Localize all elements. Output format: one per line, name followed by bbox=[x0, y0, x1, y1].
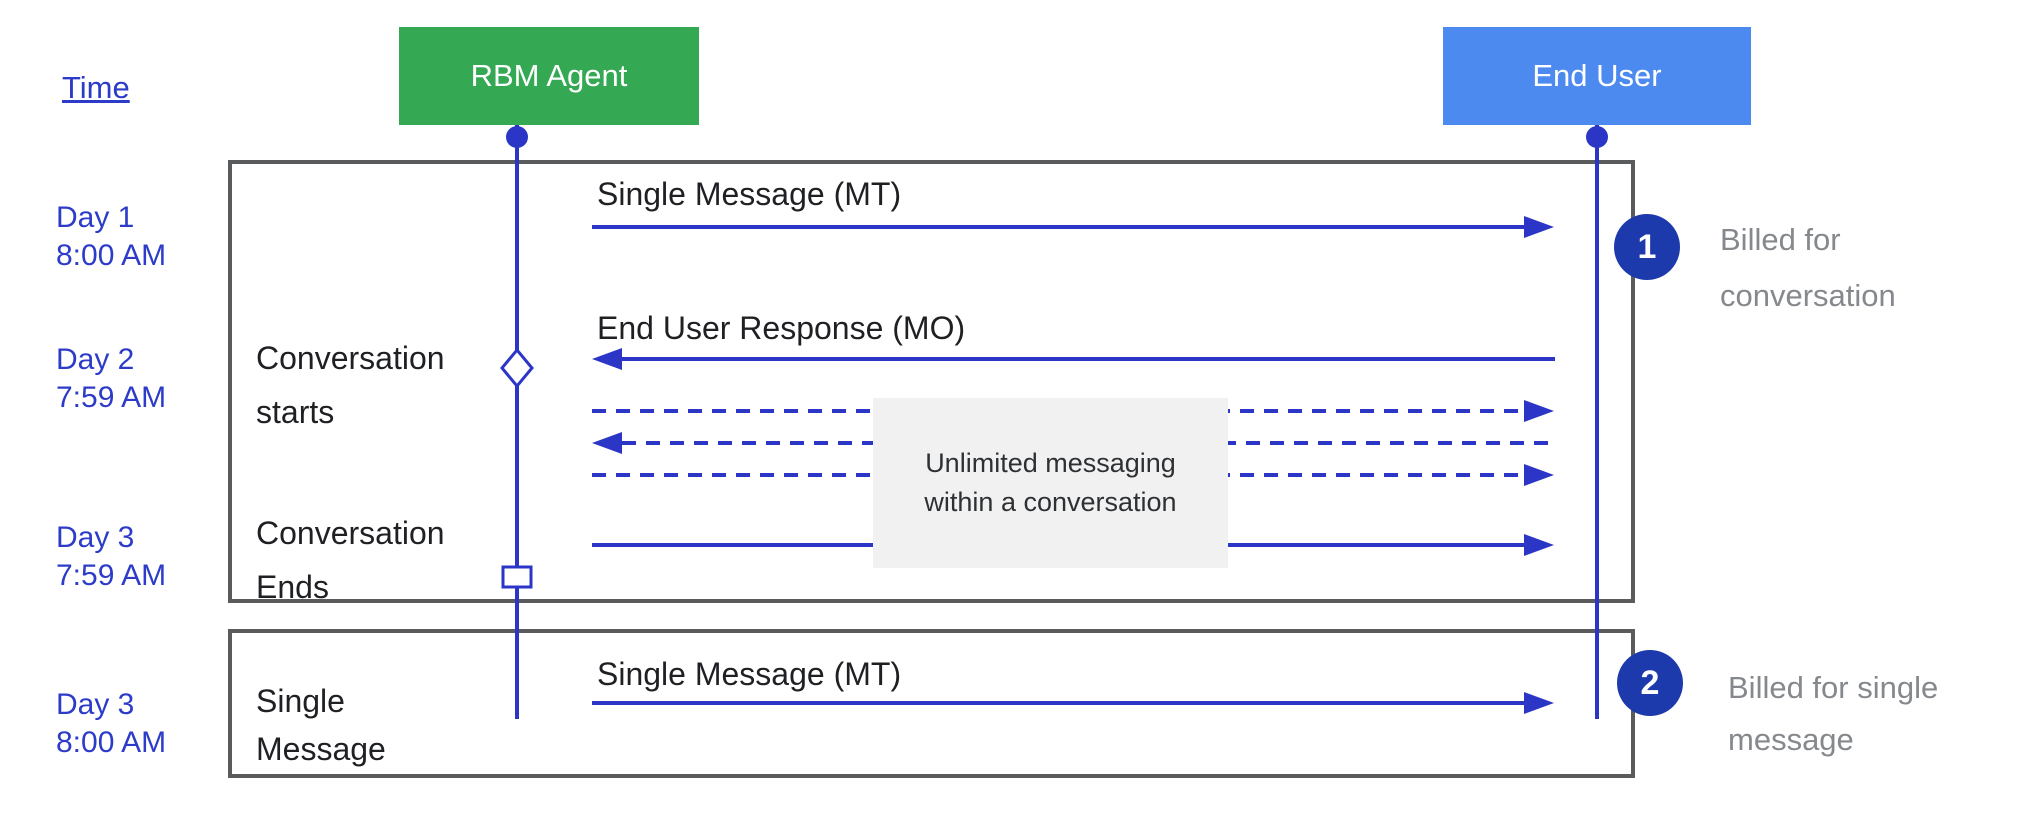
billing-step-2-badge: 2 bbox=[1617, 650, 1683, 716]
caption-line: Billed for single bbox=[1728, 670, 1939, 705]
conversation-billing-frame bbox=[228, 160, 1635, 603]
timestamp-line: 8:00 AM bbox=[56, 726, 167, 759]
timestamp-line: 7:59 AM bbox=[56, 559, 167, 592]
phase-line: Message bbox=[256, 731, 386, 767]
phase-line: starts bbox=[256, 394, 335, 430]
badge-number: 2 bbox=[1640, 663, 1660, 702]
timestamp-day2: Day 2 7:59 AM bbox=[56, 341, 226, 417]
billed-for-conversation-caption: Billed for conversation bbox=[1720, 212, 1896, 324]
phase-line: Single bbox=[256, 683, 345, 719]
timestamp-line: Day 3 bbox=[56, 688, 135, 721]
rbm-agent-lifeline bbox=[506, 125, 528, 719]
single-message-mt-label-2: Single Message (MT) bbox=[597, 656, 902, 692]
timestamp-day3-second: Day 3 8:00 AM bbox=[56, 686, 226, 762]
note-line: within a conversation bbox=[924, 487, 1177, 517]
conversation-start-diamond-marker bbox=[500, 347, 534, 389]
mo-response-arrow bbox=[592, 348, 1555, 370]
billed-for-single-message-caption: Billed for single message bbox=[1728, 662, 1938, 766]
end-user-label: End User bbox=[1532, 58, 1662, 93]
single-message-phase-label: Single Message bbox=[256, 677, 486, 773]
badge-number: 1 bbox=[1637, 227, 1657, 266]
caption-line: conversation bbox=[1720, 278, 1896, 313]
mt-message-arrow bbox=[592, 216, 1554, 238]
note-line: Unlimited messaging bbox=[925, 448, 1176, 478]
time-axis-label: Time bbox=[62, 70, 130, 105]
timestamp-line: Day 1 bbox=[56, 201, 135, 234]
phase-line: Conversation bbox=[256, 515, 445, 551]
timestamp-line: 7:59 AM bbox=[56, 381, 167, 414]
phase-line: Conversation bbox=[256, 340, 445, 376]
timestamp-line: Day 2 bbox=[56, 343, 135, 376]
billing-step-1-badge: 1 bbox=[1614, 214, 1680, 280]
end-user-actor-box: End User bbox=[1443, 27, 1751, 125]
conversation-ends-label: Conversation Ends bbox=[256, 506, 486, 614]
lifeline-anchor-dot bbox=[506, 126, 528, 148]
conversation-starts-label: Conversation starts bbox=[256, 331, 486, 439]
end-user-response-mo-label: End User Response (MO) bbox=[597, 310, 966, 346]
rbm-agent-actor-box: RBM Agent bbox=[399, 27, 699, 125]
timestamp-line: Day 3 bbox=[56, 521, 135, 554]
caption-line: message bbox=[1728, 722, 1854, 757]
rbm-agent-label: RBM Agent bbox=[470, 58, 628, 93]
end-user-lifeline bbox=[1586, 125, 1608, 719]
unlimited-messaging-note: Unlimited messaging within a conversatio… bbox=[873, 398, 1228, 568]
timestamp-line: 8:00 AM bbox=[56, 239, 167, 272]
timestamp-day3: Day 3 7:59 AM bbox=[56, 519, 226, 595]
conversation-end-square-marker bbox=[501, 565, 533, 589]
timestamp-day1: Day 1 8:00 AM bbox=[56, 199, 226, 275]
single-message-mt-label: Single Message (MT) bbox=[597, 176, 902, 212]
caption-line: Billed for bbox=[1720, 222, 1841, 257]
lifeline-anchor-dot bbox=[1586, 126, 1608, 148]
single-mt-message-arrow bbox=[592, 692, 1554, 714]
phase-line: Ends bbox=[256, 569, 329, 605]
